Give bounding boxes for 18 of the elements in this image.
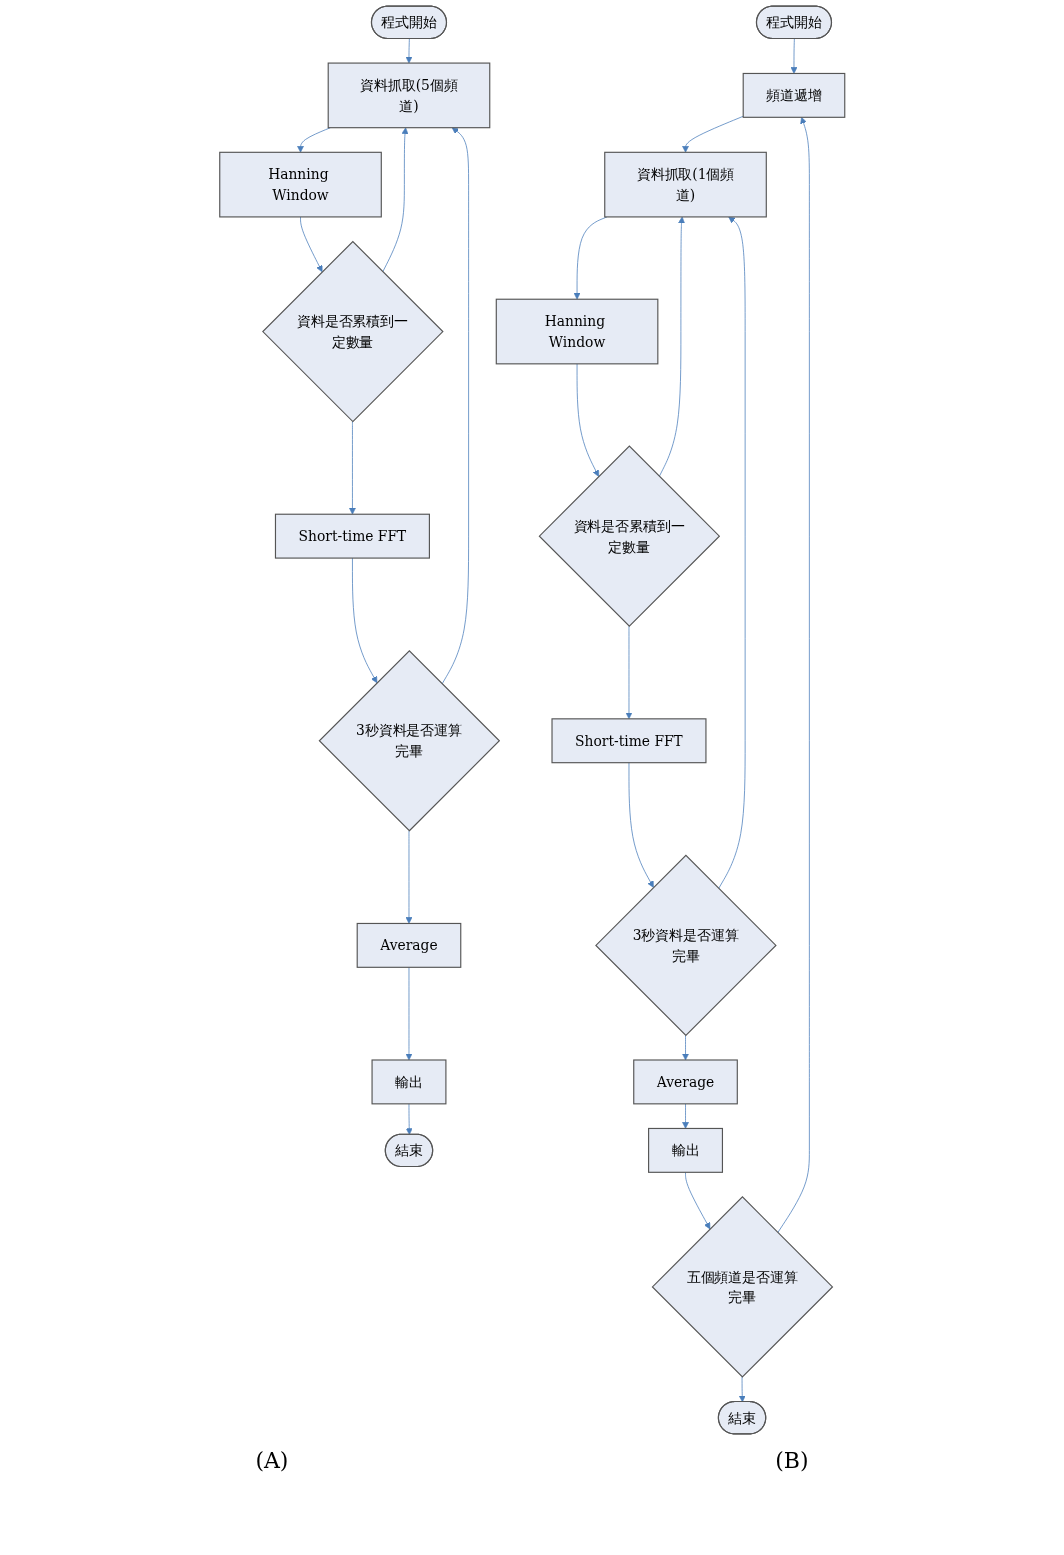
node-box: Average (356, 922, 462, 968)
node-box: 輸出 (371, 1059, 447, 1105)
panel-label: (A) (255, 1448, 289, 1473)
node-box: Average (632, 1059, 738, 1105)
node-box: 頻道遞增 (742, 72, 846, 118)
node-box: 輸出 (647, 1127, 723, 1173)
node-diamond: 資料是否累積到一定數量 (538, 445, 720, 627)
node-box: 資料抓取(5個頻道) (327, 62, 491, 129)
node-diamond: 3秒資料是否運算完畢 (594, 854, 777, 1037)
node-box: Short-time FFT (274, 513, 430, 559)
node-diamond: 五個頻道是否運算完畢 (651, 1196, 833, 1378)
node-box: Hanning Window (495, 298, 659, 365)
node-box: Short-time FFT (551, 718, 707, 764)
node-diamond: 3秒資料是否運算完畢 (318, 649, 500, 832)
node-diamond: 資料是否累積到一定數量 (261, 240, 444, 423)
node-box: Hanning Window (218, 151, 382, 218)
node-box: 資料抓取(1個頻道) (603, 151, 767, 218)
panel-label: (B) (775, 1448, 809, 1473)
